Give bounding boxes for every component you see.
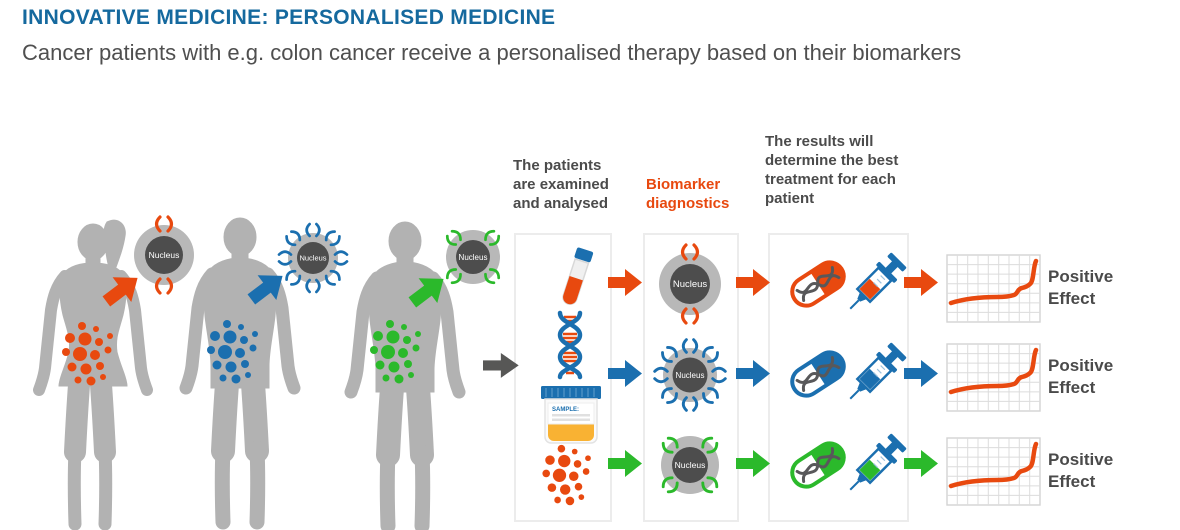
results-column-header: The results will determine the best trea… (765, 133, 899, 207)
flow-arrow-orange-3 (904, 269, 938, 296)
flow-arrow-blue-1 (608, 360, 642, 387)
pill-dna-icon-green (784, 436, 852, 494)
patient-cell-orange: Nucleus (134, 215, 194, 295)
nucleus-label: Nucleus (149, 250, 180, 260)
sample-jar-icon: SAMPLE: (541, 386, 601, 444)
positive-effect-label: Positive Effect (1048, 267, 1114, 308)
flow-arrow-gray-icon (483, 353, 519, 378)
patient-cell-blue: Nucleus (277, 222, 349, 294)
patient-male-silhouette-2 (351, 222, 459, 526)
flow-arrow-green-3 (904, 450, 938, 477)
flow-arrow-orange-2 (736, 269, 770, 296)
syringe-icon-blue (839, 339, 910, 410)
flow-arrow-blue-3 (904, 360, 938, 387)
flow-arrow-orange-1 (608, 269, 642, 296)
nucleus-label: Nucleus (299, 254, 326, 263)
nucleus-label: Nucleus (459, 253, 488, 262)
biomarker-cell-blue: Nucleus (653, 338, 727, 412)
biomarker-cell-green: Nucleus (659, 434, 721, 496)
effect-chart-2 (947, 344, 1040, 411)
positive-effect-label: Positive Effect (1048, 450, 1114, 491)
nucleus-label: Nucleus (676, 371, 705, 380)
patient-cell-green: Nucleus (443, 227, 503, 287)
biomarker-cell-orange: Nucleus (659, 243, 721, 325)
patient-female-silhouette (39, 220, 147, 524)
test-tube-icon (562, 247, 594, 305)
effect-chart-1 (947, 255, 1040, 322)
pill-dna-icon-blue (784, 345, 852, 403)
cell-cluster-icon (542, 444, 591, 506)
flow-arrow-green-1 (608, 450, 642, 477)
effect-chart-3 (947, 438, 1040, 505)
pill-dna-icon-orange (784, 255, 852, 313)
page-title: INNOVATIVE MEDICINE: PERSONALISED MEDICI… (22, 6, 556, 29)
flow-arrow-blue-2 (736, 360, 770, 387)
syringe-icon-orange (839, 249, 910, 320)
sample-label: SAMPLE: (552, 407, 579, 413)
syringe-icon-green (839, 430, 910, 501)
patient-male-silhouette-1 (186, 218, 294, 522)
nucleus-label: Nucleus (675, 460, 706, 470)
biomarker-column-header: Biomarker diagnostics (646, 176, 730, 212)
page-subtitle: Cancer patients with e.g. colon cancer r… (22, 40, 962, 65)
nucleus-label: Nucleus (673, 279, 708, 290)
positive-effect-label: Positive Effect (1048, 356, 1114, 397)
examination-column-header: The patients are examined and analysed (513, 157, 609, 212)
flow-arrow-green-2 (736, 450, 770, 477)
dna-icon (557, 310, 583, 380)
